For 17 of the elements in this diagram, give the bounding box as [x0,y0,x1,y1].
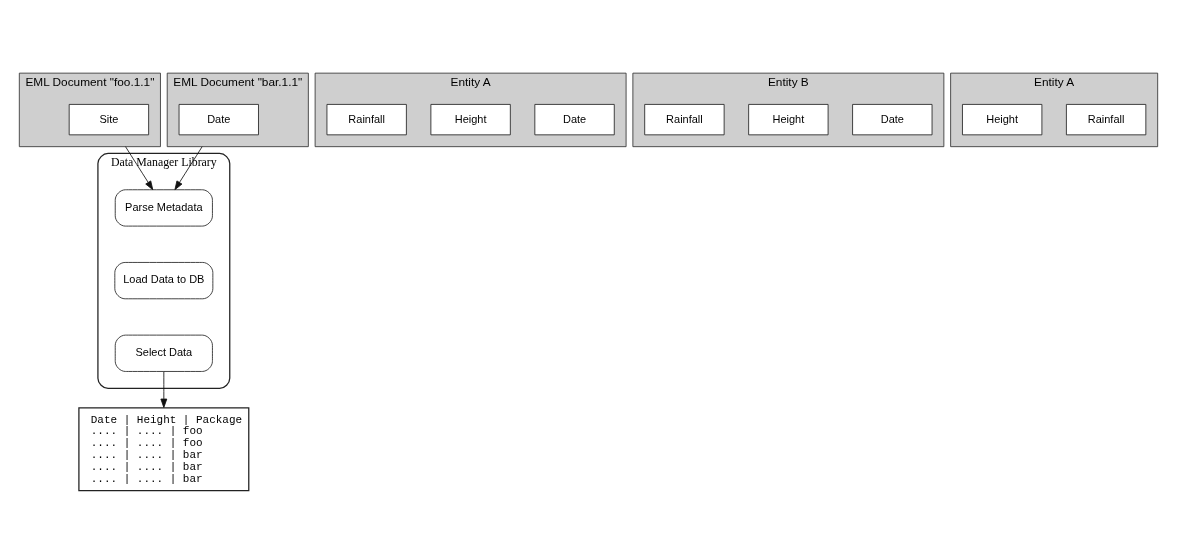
node-box: Rainfall [1065,103,1147,135]
node-box: Rainfall [326,103,407,135]
arrow [160,370,168,408]
node-box: Rainfall [644,103,725,135]
arrow [125,145,154,190]
node-box: Height [962,103,1043,135]
arrow [174,145,203,190]
node-box: Select Data [114,334,213,372]
node-box: Height [748,103,829,135]
node-box: Load Data to DB [114,261,214,299]
node-box: Date [534,103,615,135]
node-box: Height [430,103,511,135]
node-box: Parse Metadata [114,188,213,227]
node-box: Site [68,103,150,135]
node-box: Date [178,103,259,135]
node-box: Date [852,103,933,135]
node-box: Date | Height | Package .... | .... | foo .... | .... | foo .... | .... | bar .... | .... | bar .... | .... | bar [78,406,250,491]
